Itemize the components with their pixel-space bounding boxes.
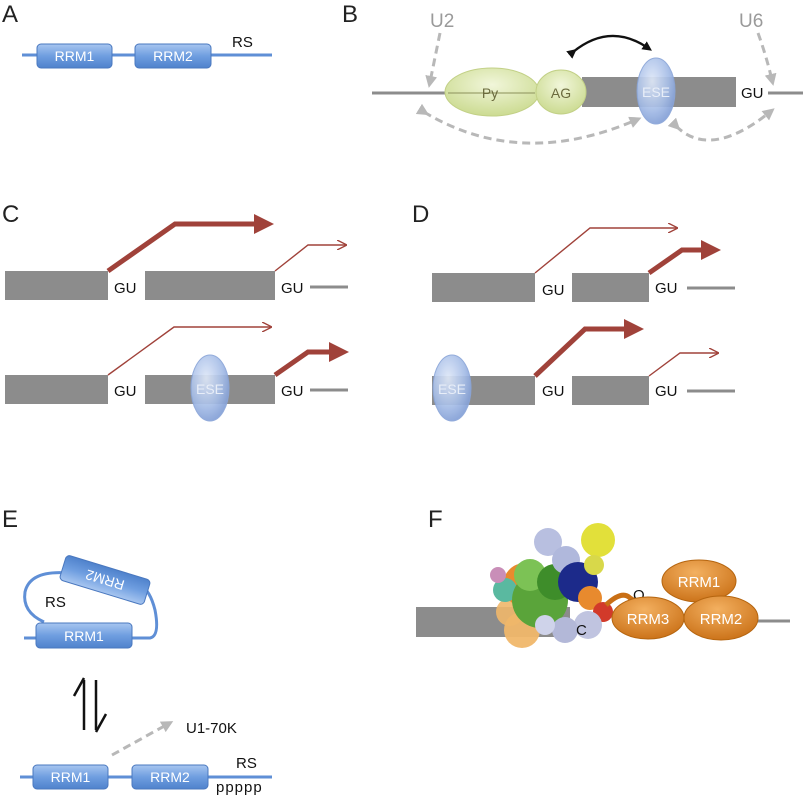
exon-box (572, 376, 649, 405)
rrm2-label: RRM2 (150, 769, 190, 785)
py-label: Py (482, 85, 498, 101)
rrm2-domain (134, 43, 212, 69)
exon-box (572, 273, 649, 302)
strong-splice-arrow (647, 240, 721, 276)
rrm2-domain (59, 555, 151, 605)
spliceosome-surface-structure (490, 523, 615, 648)
gu-label: GU (542, 383, 565, 400)
panel-c-letter: C (2, 201, 19, 228)
weak-splice-arrow (274, 245, 346, 272)
strong-splice-arrow (273, 342, 349, 378)
rrm1-label: RRM1 (678, 574, 721, 591)
weak-splice-arrow (534, 228, 677, 274)
panel-e: E RRM1 RRM2 RS RRM1 RRM2 RS ppppp U1-70K (2, 506, 272, 795)
weak-splice-arrow (648, 353, 718, 377)
strong-splice-arrow (533, 319, 644, 378)
weak-splice-arrow (107, 327, 271, 376)
exon-box (5, 271, 108, 300)
panel-c: C GU GU GU GU ESE (2, 201, 349, 422)
panel-b-letter: B (342, 1, 358, 28)
u1-70k-dashed-arrow (111, 721, 174, 757)
rrm1-domain (32, 764, 109, 790)
rrm2-label: RRM2 (700, 611, 743, 628)
u2-ese-dashed-arrow (415, 103, 642, 145)
gu-label: GU (281, 383, 304, 400)
rrm1-domain (35, 622, 133, 649)
rs-label: RS (45, 594, 66, 611)
u2-dashed-arrow (425, 32, 442, 88)
panel-d: D GU GU GU GU ESE (412, 201, 735, 422)
ag-label: AG (551, 85, 571, 101)
ese-label: ESE (438, 381, 466, 397)
rrm2-domain (683, 595, 759, 641)
exon-box (5, 375, 108, 404)
c-terminus-label: C (576, 622, 587, 639)
ese-label: ESE (642, 84, 670, 100)
rrm1-label: RRM1 (64, 628, 104, 644)
u6-label: U6 (739, 11, 763, 32)
panel-e-letter: E (2, 506, 18, 533)
rrm2-domain (131, 764, 209, 790)
gu-label: GU (281, 280, 304, 297)
ese-factor (432, 354, 472, 422)
rrm2-label: RRM2 (153, 48, 193, 64)
gu-label: GU (741, 85, 764, 102)
rrm1-label: RRM1 (55, 48, 95, 64)
phospho-label: ppppp (216, 779, 263, 795)
gu-label: GU (655, 280, 678, 297)
rrm1-label: RRM1 (51, 769, 91, 785)
interaction-arrow (566, 34, 652, 59)
strong-splice-arrow (106, 214, 274, 274)
u1-70k-label: U1-70K (186, 720, 237, 737)
rs-label: RS (236, 755, 257, 772)
q-label: Q (633, 587, 645, 604)
panel-b: B U2 U6 Py AG ESE GU (342, 1, 803, 145)
u6-dashed-arrow (756, 32, 777, 86)
rrm3-label: RRM3 (627, 611, 670, 628)
gu-label: GU (655, 383, 678, 400)
gu-label: GU (542, 282, 565, 299)
rs-label: RS (232, 34, 253, 51)
gu-label: GU (114, 280, 137, 297)
rrm1-domain (36, 43, 113, 69)
ese-u6-dashed-arrow (667, 108, 775, 142)
panel-f-letter: F (428, 506, 443, 533)
gu-label: GU (114, 383, 137, 400)
panel-a: A RRM1 RRM2 RS (2, 1, 272, 69)
ese-factor (636, 57, 676, 125)
ese-label: ESE (196, 381, 224, 397)
ese-factor (190, 354, 230, 422)
panel-d-letter: D (412, 201, 429, 228)
exon-box (432, 273, 535, 302)
protein-backbone-line (23, 571, 69, 624)
exon-box (145, 271, 275, 300)
u2-label: U2 (430, 11, 454, 32)
panel-f: F C Q RRM1 (416, 506, 790, 648)
panel-a-letter: A (2, 1, 18, 28)
